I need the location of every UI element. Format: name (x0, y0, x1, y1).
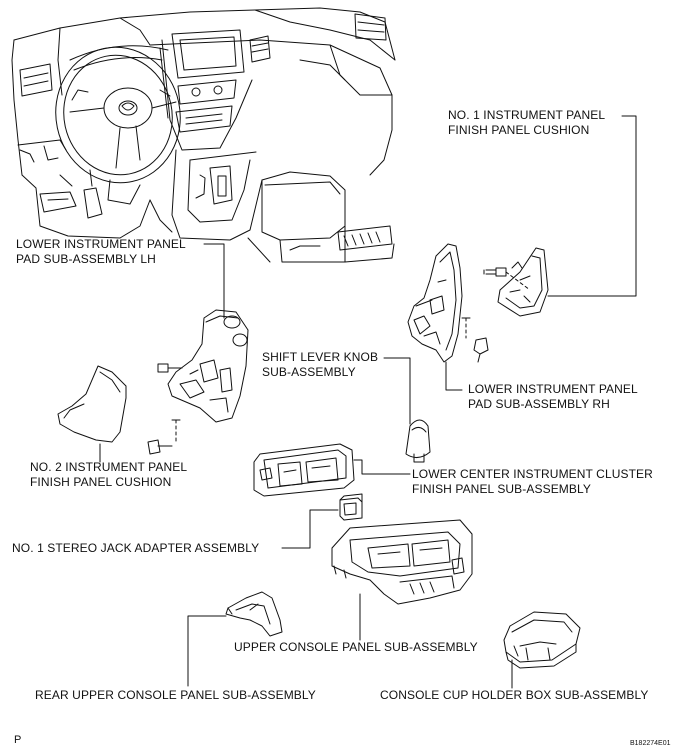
label-lower-center-cluster-finish-panel: LOWER CENTER INSTRUMENT CLUSTER FINISH P… (412, 467, 653, 496)
lower-ip-pad-lh-part (147, 309, 249, 455)
figure-code: B182274E01 (630, 740, 671, 747)
page-mark: P (14, 734, 22, 746)
label-lower-ip-pad-lh: LOWER INSTRUMENT PANEL PAD SUB-ASSEMBLY … (16, 237, 186, 266)
stereo-jack-adapter-part (339, 493, 363, 521)
upper-console-panel-part (331, 519, 473, 605)
label-no1-ip-finish-panel-cushion: NO. 1 INSTRUMENT PANEL FINISH PANEL CUSH… (448, 108, 606, 137)
label-no2-ip-finish-panel-cushion: NO. 2 INSTRUMENT PANEL FINISH PANEL CUSH… (30, 460, 188, 489)
label-rear-upper-console-panel: REAR UPPER CONSOLE PANEL SUB-ASSEMBLY (35, 688, 316, 702)
rear-upper-console-part (225, 591, 283, 637)
label-shift-lever-knob: SHIFT LEVER KNOB SUB-ASSEMBLY (262, 350, 379, 379)
label-lower-ip-pad-rh: LOWER INSTRUMENT PANEL PAD SUB-ASSEMBLY … (468, 382, 638, 411)
label-console-cup-holder-box: CONSOLE CUP HOLDER BOX SUB-ASSEMBLY (380, 688, 649, 702)
lower-ip-pad-rh-part (407, 243, 489, 363)
label-upper-console-panel: UPPER CONSOLE PANEL SUB-ASSEMBLY (234, 640, 478, 654)
label-stereo-jack-adapter: NO. 1 STEREO JACK ADAPTER ASSEMBLY (12, 541, 260, 555)
no1-finish-panel-cushion-part (483, 247, 549, 317)
leader-lines (99, 115, 637, 689)
cup-holder-box-part (503, 611, 581, 669)
vehicle-interior-sketch (11, 7, 396, 263)
lower-center-cluster-panel-part (253, 443, 355, 497)
shift-lever-knob-part (405, 419, 431, 463)
no2-finish-panel-cushion-part (57, 365, 127, 443)
